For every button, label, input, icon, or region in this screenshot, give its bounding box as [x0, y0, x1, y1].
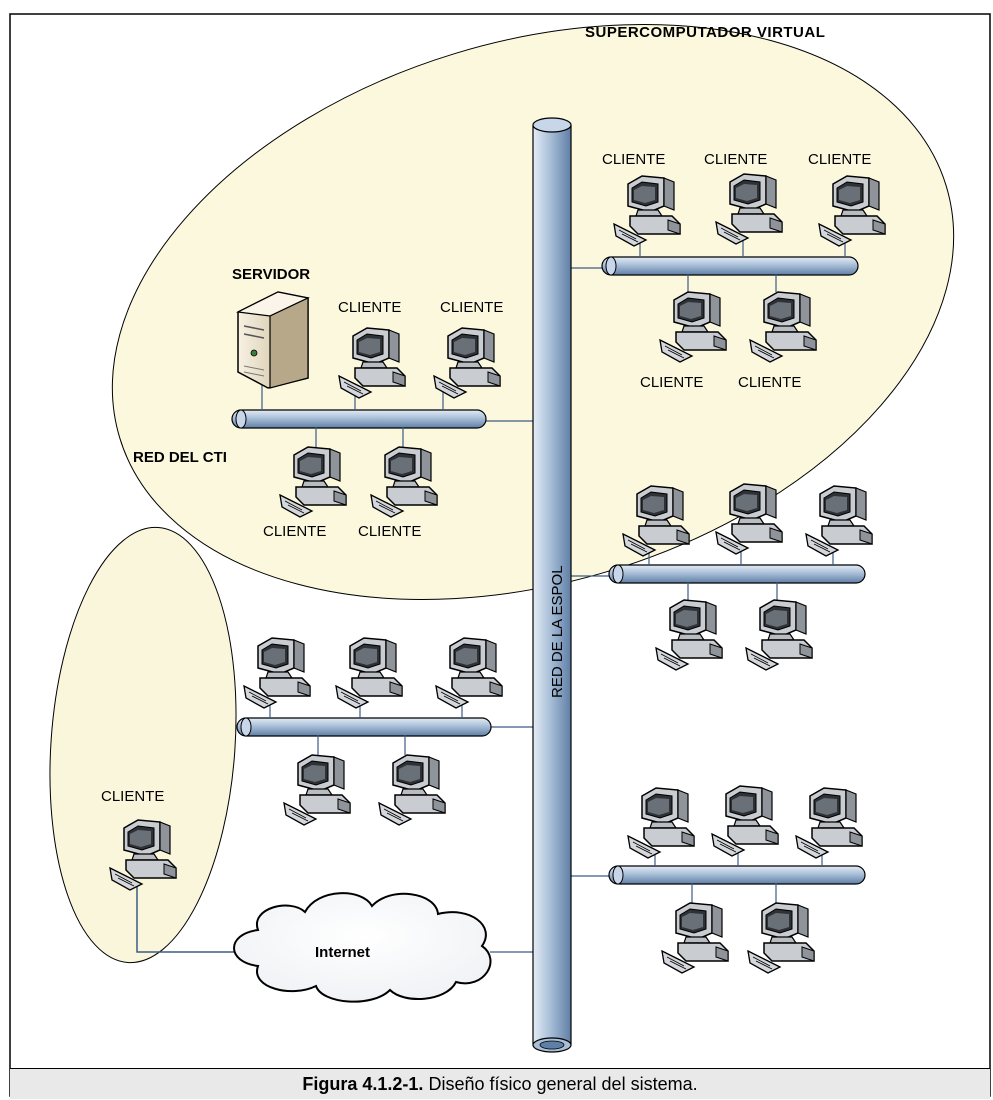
internet-label: Internet: [315, 944, 370, 961]
remote-client-region: [49, 526, 237, 964]
figure-caption: Figura 4.1.2-1. Diseño físico general de…: [10, 1068, 990, 1099]
client-computer-icon: [627, 787, 695, 859]
figure-caption-text: Diseño físico general del sistema.: [428, 1074, 698, 1094]
client-label: CLIENTE: [358, 523, 421, 540]
figure-number: Figura 4.1.2-1.: [302, 1074, 424, 1094]
client-label: CLIENTE: [602, 151, 665, 168]
client-label: CLIENTE: [738, 374, 801, 391]
client-label: CLIENTE: [808, 151, 871, 168]
client-computer-icon: [661, 902, 729, 974]
supercomputer-title: SUPERCOMPUTADOR VIRTUAL: [585, 24, 825, 41]
network-segment-top-right: [601, 256, 859, 276]
segment-links: [486, 267, 609, 953]
server-label: SERVIDOR: [232, 266, 310, 283]
network-segment-mid-left: [236, 717, 492, 737]
client-computer-icon: [283, 754, 351, 826]
client-label: CLIENTE: [704, 151, 767, 168]
client-computer-icon: [335, 637, 403, 709]
client-label: CLIENTE: [640, 374, 703, 391]
client-computer-icon: [711, 785, 779, 857]
remote-client-link: [136, 885, 238, 953]
client-label: CLIENTE: [440, 299, 503, 316]
client-label: CLIENTE: [338, 299, 401, 316]
server-icon: [235, 291, 310, 389]
client-computer-icon: [745, 599, 813, 671]
network-segment-mid-right: [608, 564, 866, 584]
client-computer-icon: [243, 637, 311, 709]
network-segment-bottom-right: [608, 865, 866, 885]
client-computer-icon: [795, 787, 863, 859]
client-computer-icon: [805, 485, 873, 557]
client-computer-icon: [435, 637, 503, 709]
client-label: CLIENTE: [101, 788, 164, 805]
client-label: CLIENTE: [263, 523, 326, 540]
client-computer-icon: [655, 599, 723, 671]
backbone-label: RED DE LA ESPOL: [549, 565, 566, 698]
internet-cloud-icon: [233, 892, 492, 1003]
espol-backbone: [532, 117, 572, 1053]
network-segment-cti: [231, 409, 487, 429]
cti-network-label: RED DEL CTI: [133, 449, 227, 466]
client-computer-icon: [378, 754, 446, 826]
client-computer-icon: [747, 902, 815, 974]
